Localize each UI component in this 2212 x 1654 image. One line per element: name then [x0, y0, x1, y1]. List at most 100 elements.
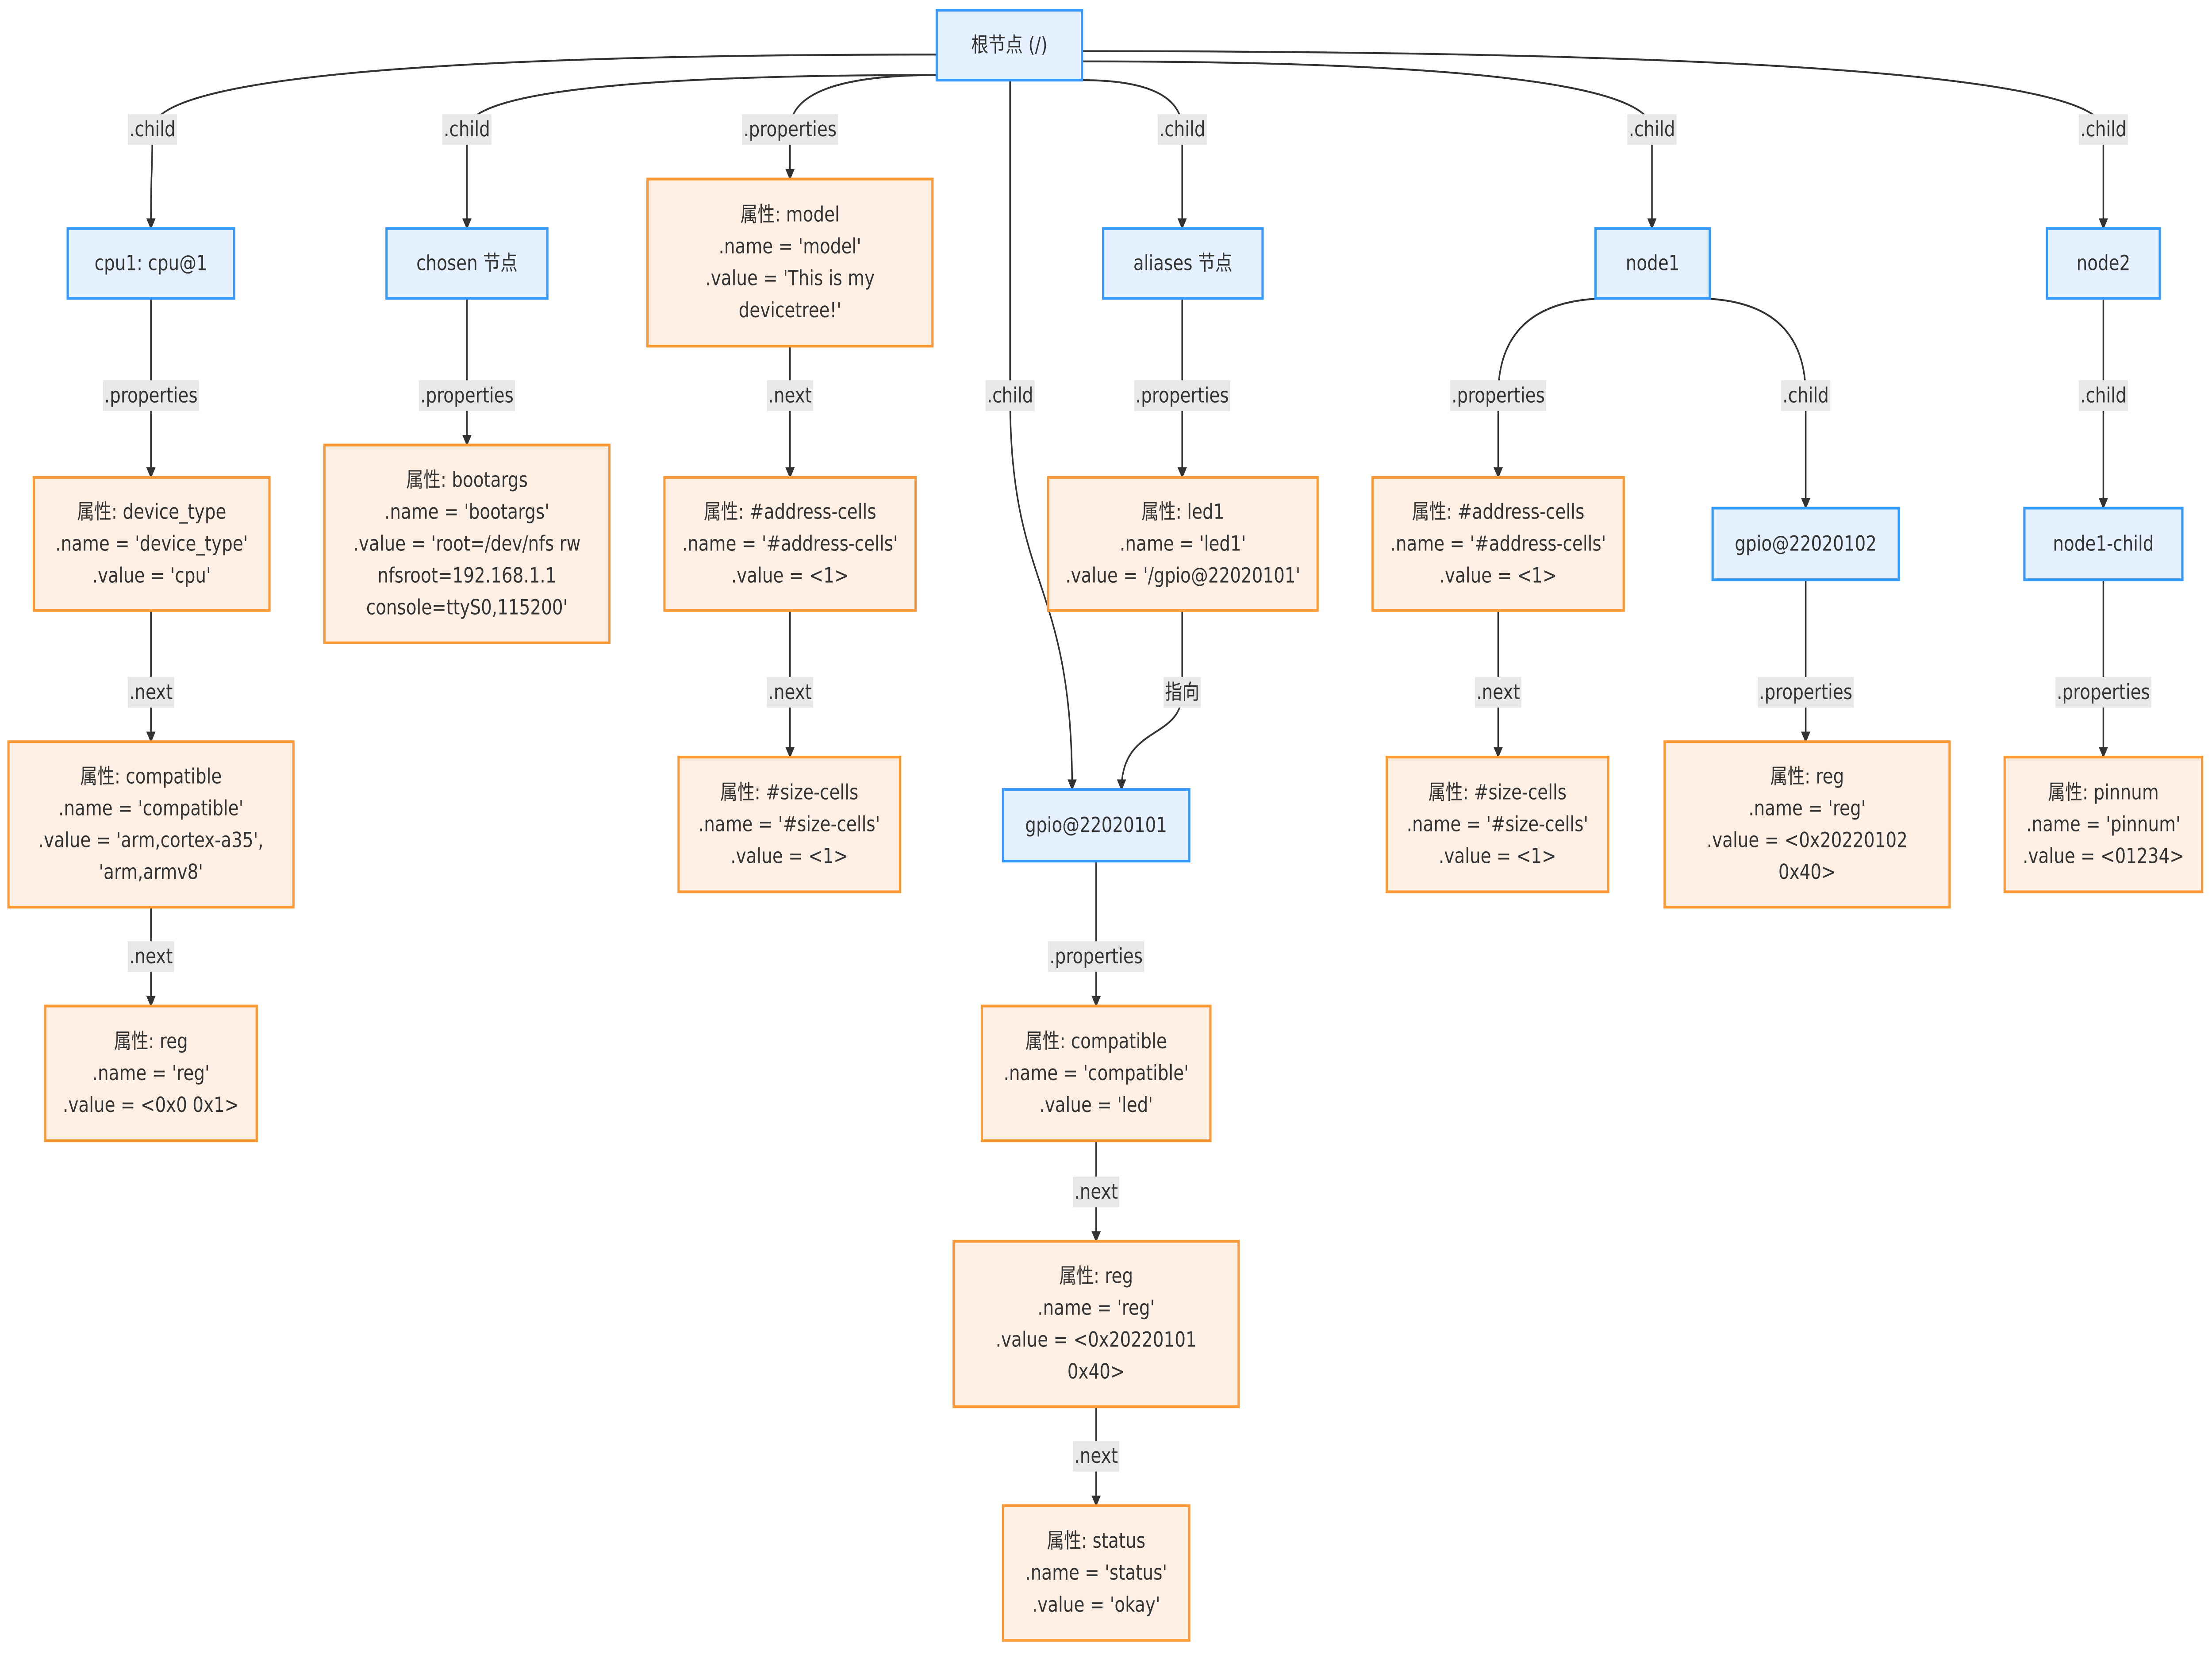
edge-label-background — [1450, 380, 1547, 411]
edge-label-text: .child — [2080, 384, 2127, 408]
node-text-line: .value = 'root=/dev/nfs rw — [353, 532, 581, 556]
edge-label-background — [767, 380, 814, 411]
property-node-devtype: 属性: device_type.name = 'device_type'.val… — [32, 476, 271, 612]
edge-label: .child — [1781, 380, 1831, 411]
edge-label-text: .child — [129, 118, 176, 142]
node-box — [1594, 227, 1711, 300]
node-text-line: .name = '#address-cells' — [682, 532, 898, 556]
edge-label-text: .properties — [2057, 680, 2150, 704]
node-text-line: 根节点 (/) — [971, 33, 1047, 57]
node-text-line: console=ttyS0,115200' — [366, 596, 568, 619]
node-box — [2003, 755, 2204, 893]
node-text-line: .name = 'reg' — [1037, 1296, 1155, 1320]
edge-label-text: .child — [1159, 118, 1206, 142]
property-node-addr2: 属性: #address-cells.name = '#address-cell… — [1371, 476, 1625, 612]
node-text-line: 'arm,armv8' — [99, 860, 203, 884]
property-node-status: 属性: status.name = 'status'.value = 'okay… — [1002, 1504, 1190, 1642]
node-text-line: 属性: #address-cells — [1412, 500, 1585, 524]
node-text-line: nfsroot=192.168.1.1 — [377, 564, 556, 588]
property-node-reg2: 属性: reg .name = 'reg' .value = <0x20220102… — [1663, 740, 1951, 909]
node-text-line: 属性: model — [741, 203, 840, 227]
tree-node-gpio102: gpio@22020102 — [1711, 507, 1900, 581]
edge-label: .child — [127, 114, 177, 145]
node-text-line: 属性: pinnum — [2048, 781, 2159, 804]
node-text-line: 属性: #size-cells — [1429, 781, 1567, 804]
edge-label-text: .child — [2080, 118, 2127, 142]
edge-label-background — [127, 114, 177, 145]
node-box — [1047, 476, 1319, 612]
edge-label: .child — [2078, 114, 2128, 145]
edge-label: .child — [442, 114, 492, 145]
node-box — [1371, 476, 1625, 612]
node-box — [663, 476, 917, 612]
property-node-led1: 属性: led1.name = 'led1'.value = '/gpio@22… — [1047, 476, 1319, 612]
node-box — [2046, 227, 2161, 300]
edge-label-text: .next — [768, 680, 811, 704]
edge-label-background — [1073, 1176, 1120, 1208]
tree-node-aliases: aliases 节点 — [1102, 227, 1264, 300]
node-box — [66, 227, 235, 300]
node-text-line: .value = 'This is my — [705, 266, 875, 290]
edge-label-text: .next — [129, 945, 173, 969]
edge-label-text: .child — [987, 384, 1033, 408]
edge-labels-layer: .child .child .properties .child .child .chil… — [103, 114, 2152, 1472]
node-text-line: node2 — [2077, 251, 2131, 275]
edge-label: .child — [1627, 114, 1677, 145]
property-node-compat2: 属性: compatible.name = 'compatible'.value… — [980, 1004, 1212, 1142]
node-text-line: .value = 'arm,cortex-a35', — [38, 828, 264, 852]
edge-label-text: .properties — [1049, 945, 1143, 969]
node-text-line: .name = 'reg' — [1748, 796, 1866, 820]
node-text-line: devicetree!' — [739, 298, 841, 322]
edge-label-text: .properties — [1759, 680, 1852, 704]
tree-node-root: 根节点 (/) — [935, 9, 1083, 82]
edge-label-text: .child — [444, 118, 490, 142]
node-box — [646, 177, 934, 348]
edge-label-background — [742, 114, 838, 145]
node-text-line: .name = 'device_type' — [55, 532, 248, 556]
edge-root-to-aliases — [1082, 79, 1187, 230]
nodes-layer: 根节点 (/) cpu1: cpu@1 chosen 节点 属性: model .nam… — [7, 9, 2204, 1642]
edge-label-background — [2078, 114, 2128, 145]
edge-label-background — [1157, 114, 1207, 145]
edge-label-background — [985, 380, 1035, 411]
edge-label: .child — [1157, 114, 1207, 145]
node-box — [2023, 507, 2184, 581]
node-text-line: .name = 'pinnum' — [2026, 812, 2181, 836]
node-text-line: 属性: #address-cells — [704, 500, 876, 524]
node-text-line: .value = <0x20220102 — [1707, 828, 1908, 852]
node-text-line: .name = 'led1' — [1120, 532, 1246, 556]
node-box — [1102, 227, 1264, 300]
edge-label: .properties — [742, 114, 838, 145]
node-box — [32, 476, 271, 612]
node-text-line: cpu1: cpu@1 — [95, 251, 207, 275]
node-text-line: chosen 节点 — [416, 251, 518, 275]
edge-label-text: .properties — [743, 118, 837, 142]
node-text-line: 属性: compatible — [1025, 1030, 1167, 1054]
edge-label: .properties — [1758, 677, 1854, 708]
node-text-line: .value = <01234> — [2023, 844, 2184, 868]
edge-label-text: .next — [129, 680, 173, 704]
tree-node-node1: node1 — [1594, 227, 1711, 300]
edge-label: .child — [985, 380, 1035, 411]
edge-root-to-node1 — [1082, 60, 1657, 230]
edge-label-background — [127, 941, 174, 972]
edge-label: .next — [127, 677, 174, 708]
edge-root-to-gpio101 — [1009, 80, 1077, 791]
edge-label-background — [1073, 1441, 1120, 1472]
node-text-line: 属性: reg — [1770, 765, 1844, 789]
edge-label-text: .next — [768, 384, 811, 408]
node-text-line: 0x40> — [1068, 1360, 1125, 1384]
edge-label: .properties — [1048, 941, 1144, 972]
node-text-line: .value = <1> — [1440, 564, 1557, 588]
edge-label-text: .child — [1629, 118, 1675, 142]
property-node-reg1: 属性: reg.name = 'reg'.value = <0x0 0x1> — [44, 1004, 258, 1142]
edge-label-text: .next — [1074, 1444, 1118, 1468]
node-text-line: .name = 'compatible' — [58, 796, 243, 820]
node-box — [952, 1240, 1240, 1408]
node-box — [980, 1004, 1212, 1142]
property-node-bootargs: 属性: bootargs.name = 'bootargs'.value = '… — [323, 443, 611, 644]
node-text-line: aliases 节点 — [1133, 251, 1233, 275]
property-node-size1: 属性: #size-cells.name = '#size-cells'.val… — [677, 755, 901, 893]
edge-label-background — [1758, 677, 1854, 708]
